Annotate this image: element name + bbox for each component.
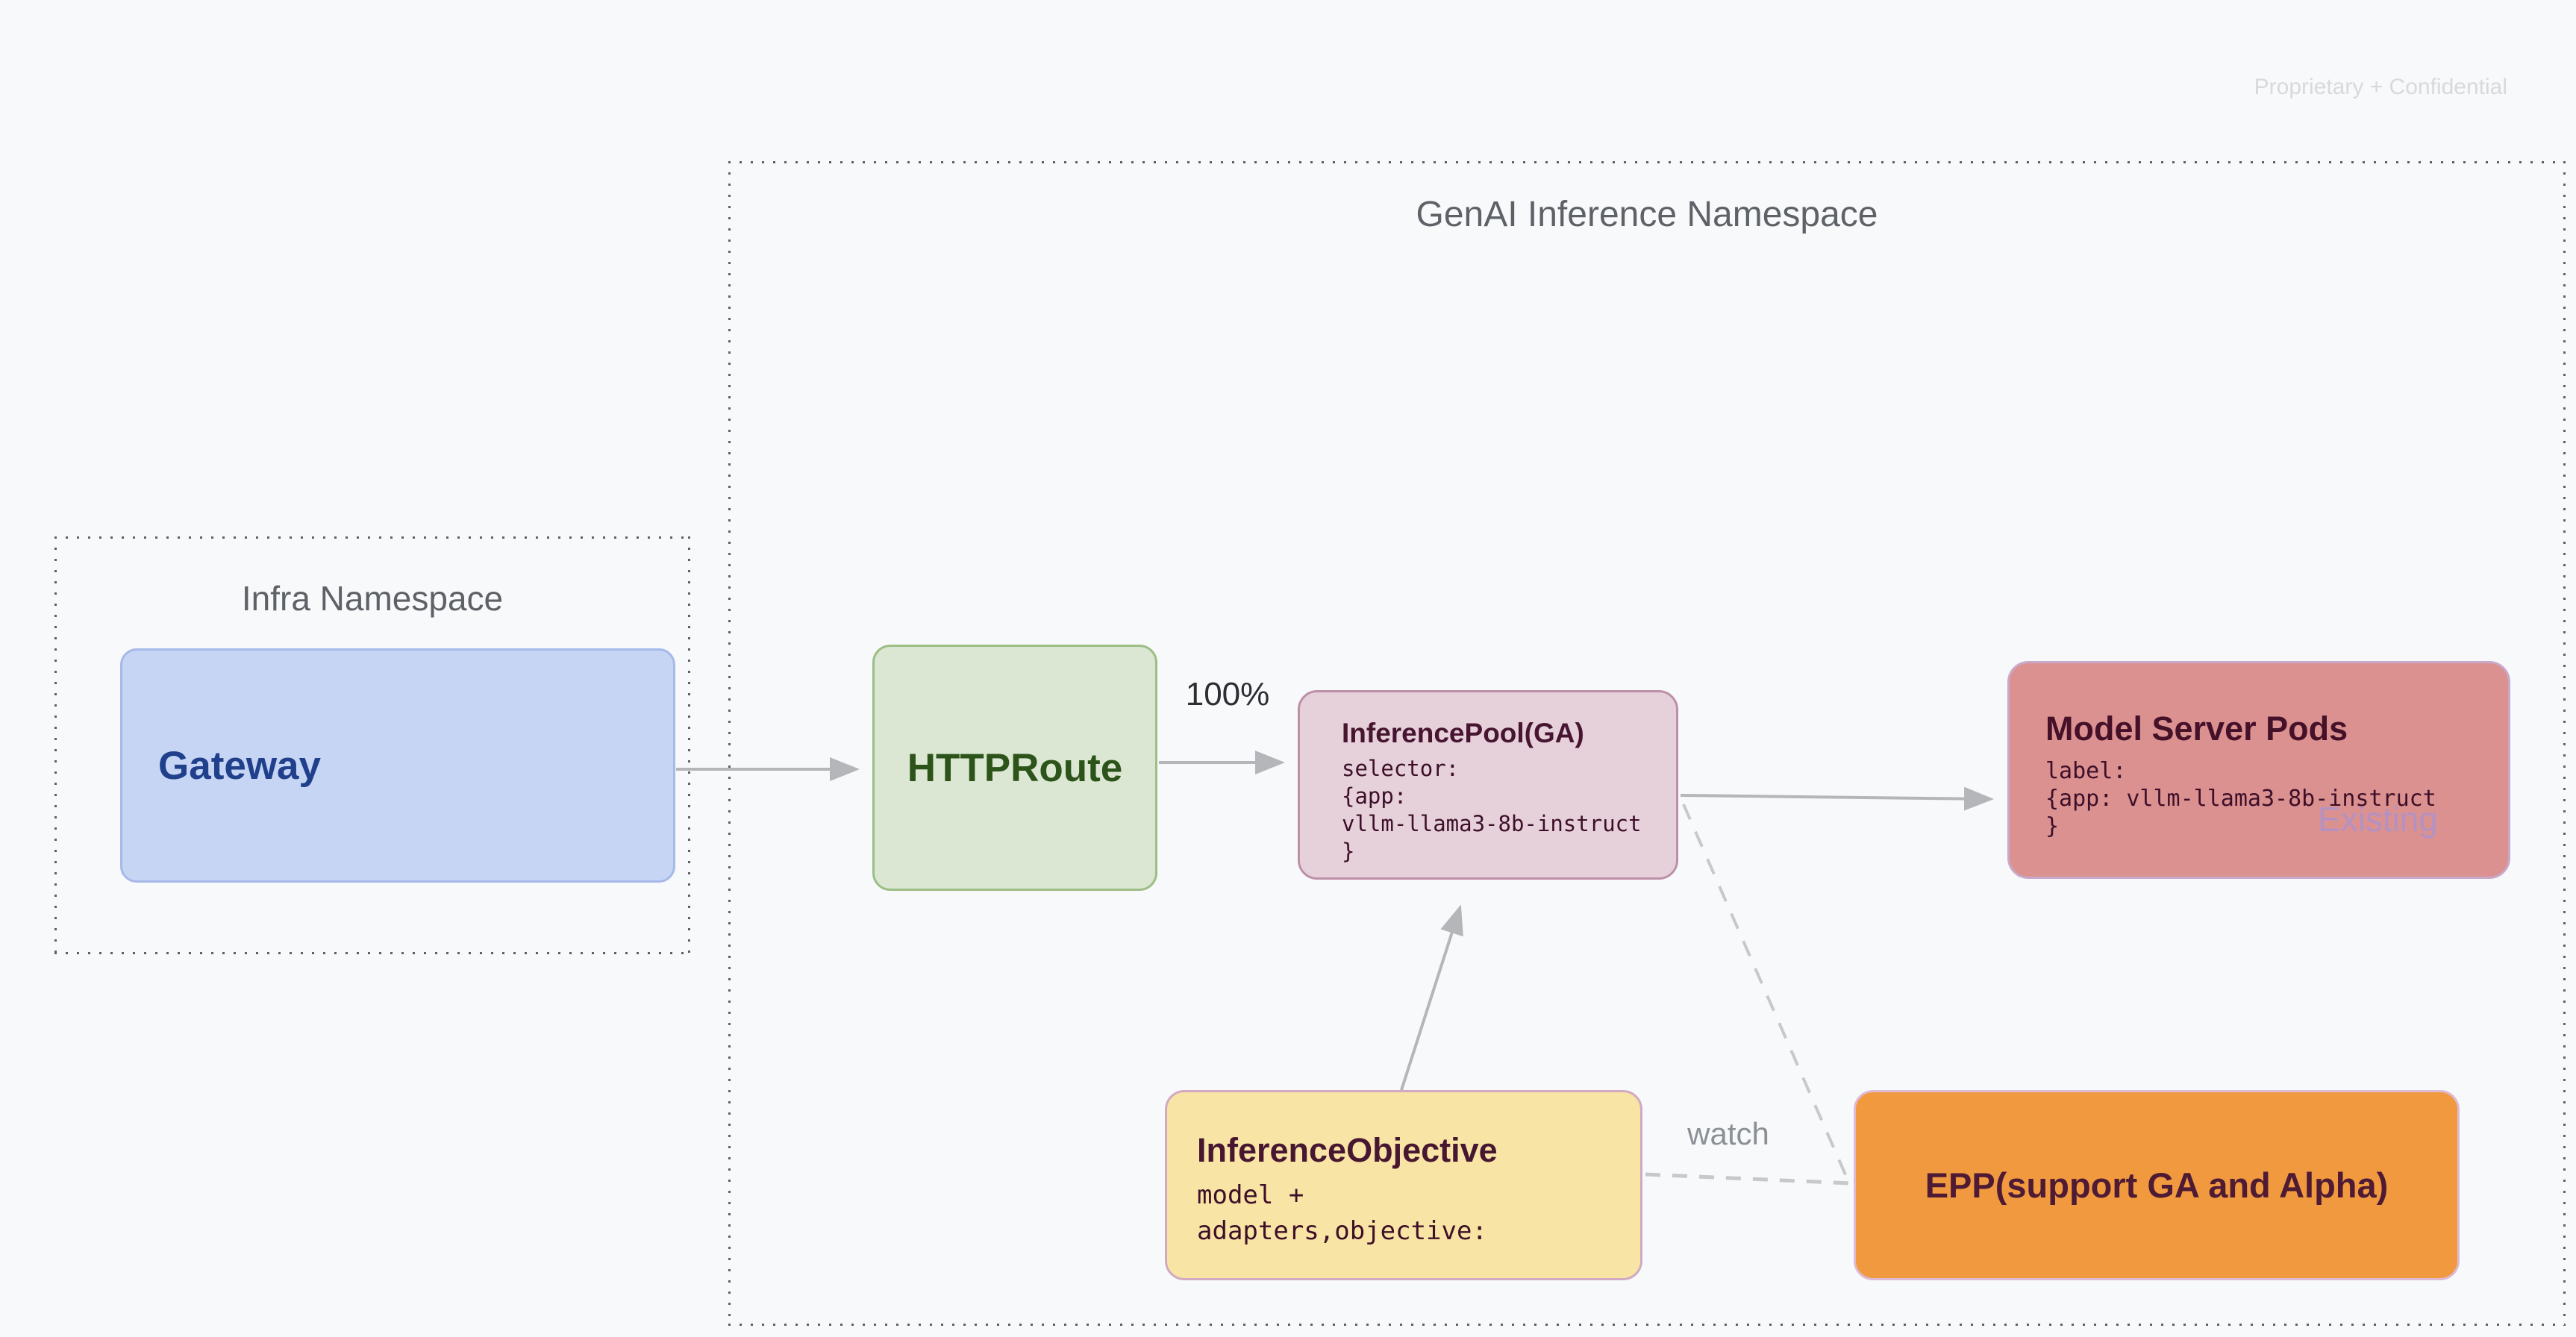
inferencepool-selector-code: selector: {app: vllm-llama3-8b-instruct … <box>1342 756 1642 864</box>
gateway-label: Gateway <box>158 743 322 788</box>
genai-namespace-title: GenAI Inference Namespace <box>1416 195 1878 234</box>
infra-namespace-title: Infra Namespace <box>241 579 504 618</box>
epp-label: EPP(support GA and Alpha) <box>1925 1165 2389 1205</box>
model-server-pods-label-code: label: {app: vllm-llama3-8b-instruct } <box>2045 758 2436 839</box>
httproute-node: HTTPRoute <box>872 645 1157 891</box>
epp-node: EPP(support GA and Alpha) <box>1854 1090 2460 1280</box>
watch-label: watch <box>1687 1116 1769 1151</box>
existing-tag: Existing <box>2317 800 2438 839</box>
inferencepool-title: InferencePool(GA) <box>1342 718 1584 748</box>
gateway-node: Gateway <box>120 648 675 883</box>
inferenceobjective-code: model + adapters,objective: <box>1197 1180 1487 1246</box>
route-weight-label: 100% <box>1185 676 1270 713</box>
model-server-pods-node: Model Server Pods label: {app: vllm-llam… <box>2007 661 2510 879</box>
confidential-watermark: Proprietary + Confidential <box>2254 75 2507 99</box>
inferencepool-node: InferencePool(GA) selector: {app: vllm-l… <box>1298 690 1678 880</box>
inferenceobjective-node: InferenceObjective model + adapters,obje… <box>1165 1090 1642 1280</box>
model-server-pods-title: Model Server Pods <box>2045 710 2348 748</box>
httproute-label: HTTPRoute <box>907 745 1123 790</box>
inferenceobjective-title: InferenceObjective <box>1197 1131 1498 1169</box>
